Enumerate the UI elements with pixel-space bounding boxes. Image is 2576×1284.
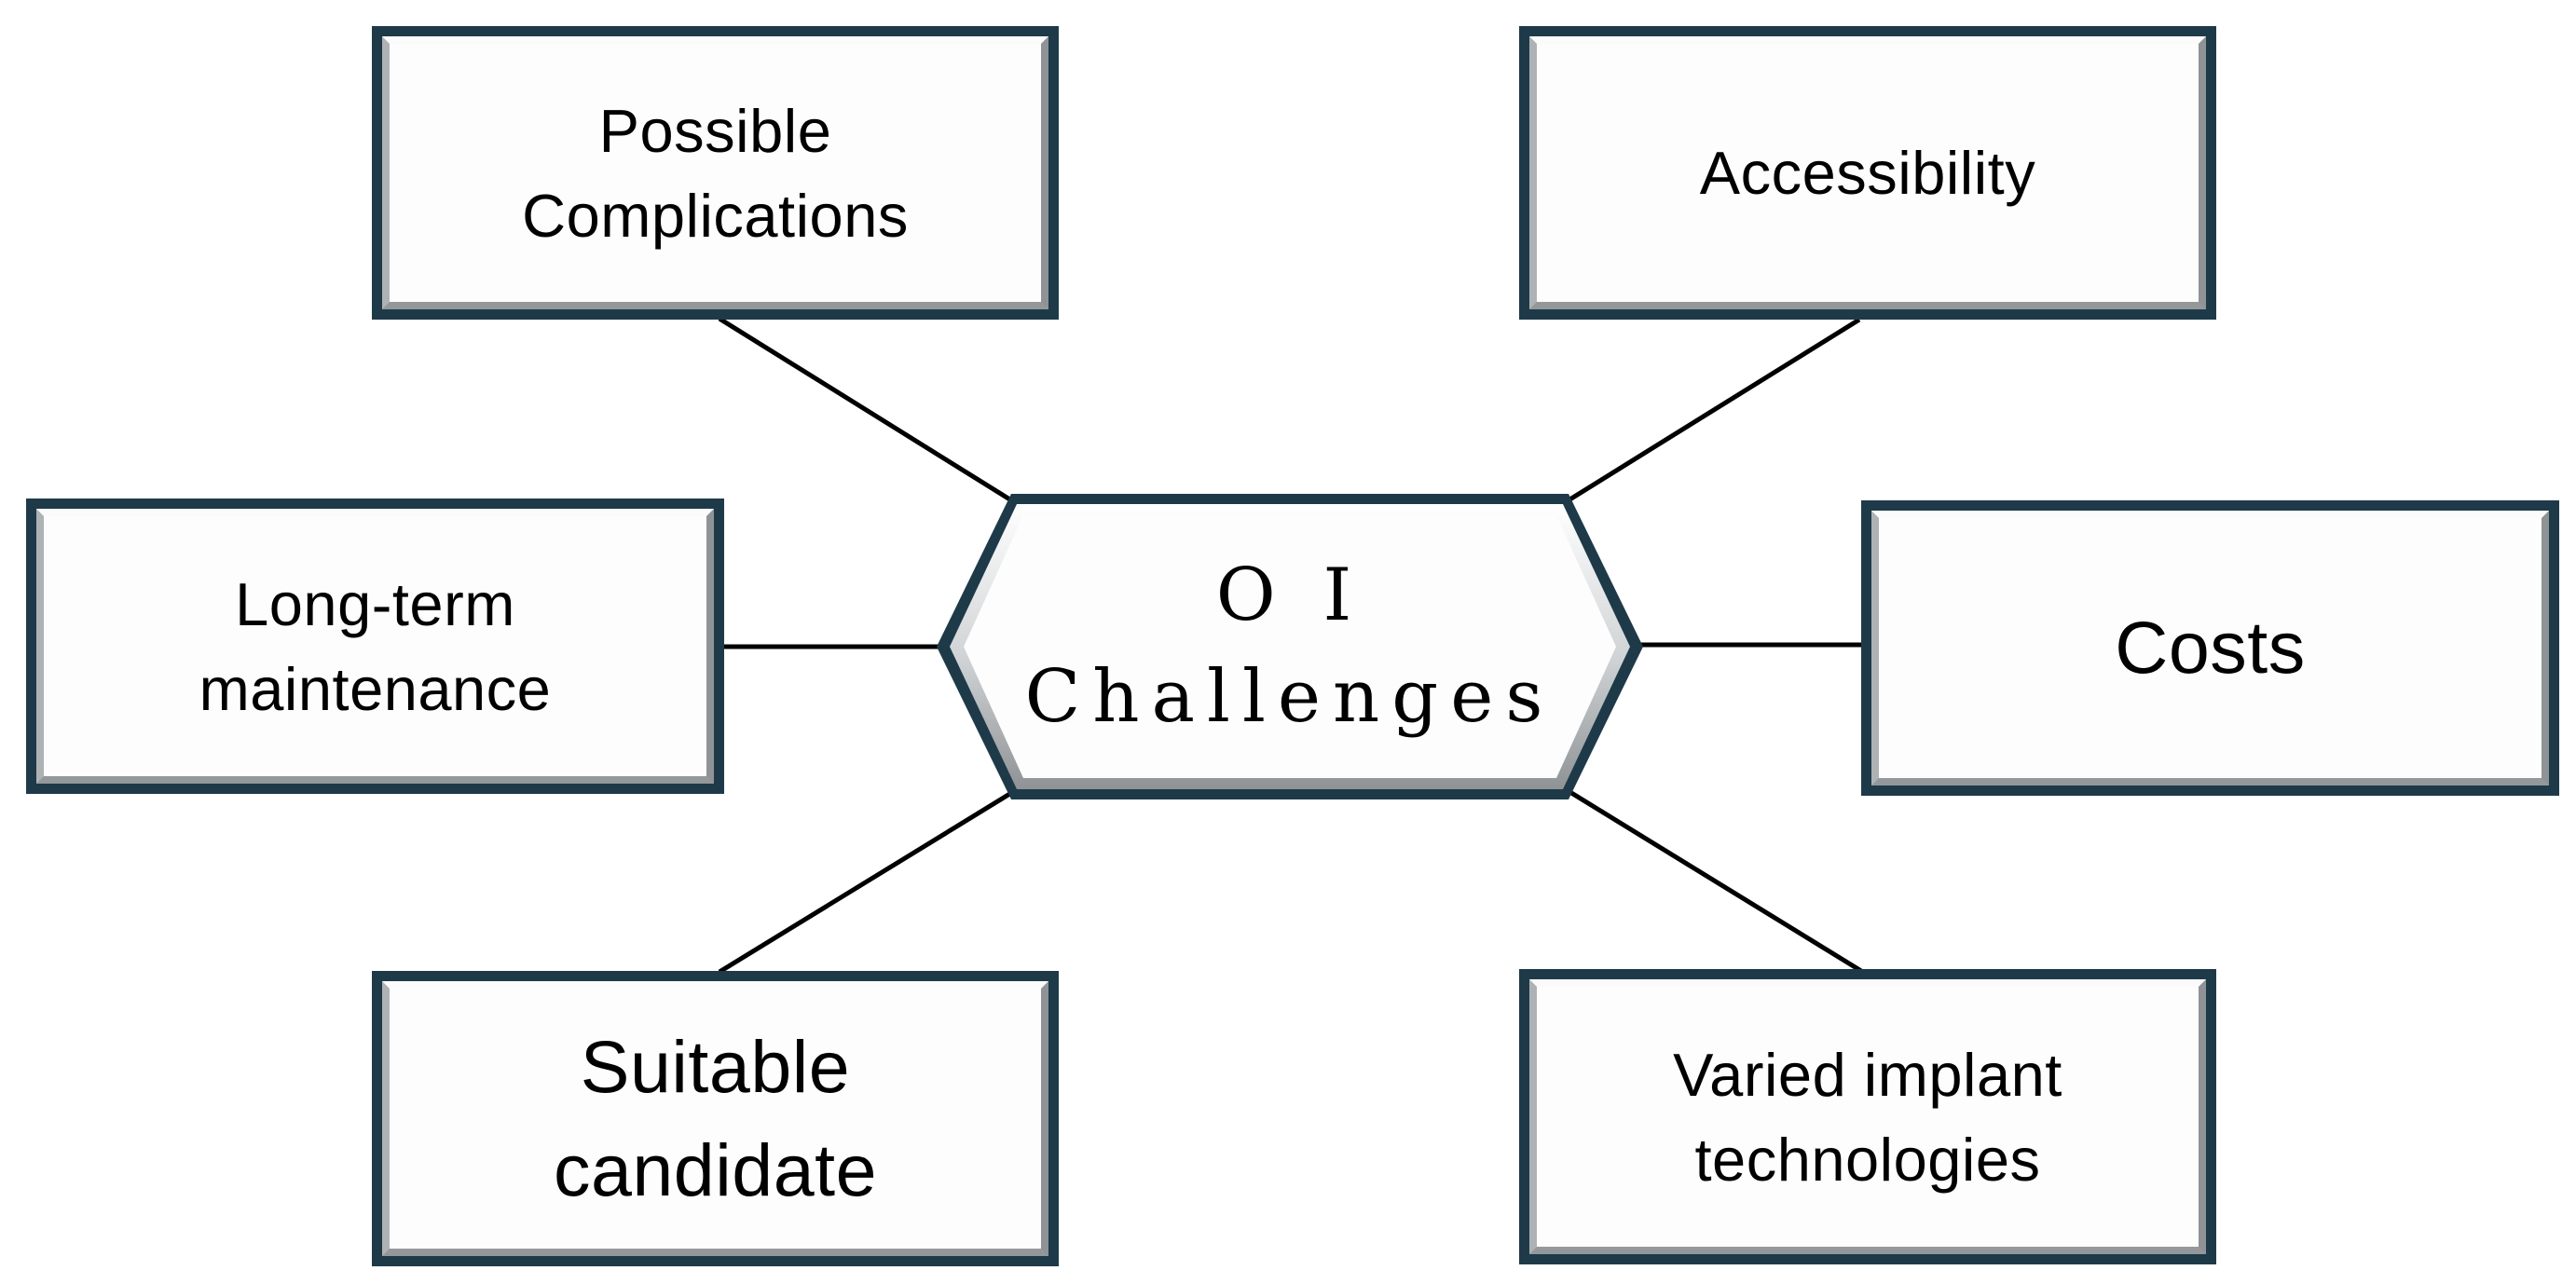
- node-box-long-term-maintenance: Long-term maintenance: [26, 499, 724, 794]
- node-box-possible-complications: Possible Complications: [372, 26, 1059, 320]
- node-box-costs: Costs: [1861, 500, 2559, 796]
- connector-center-to-suitable-candidate: [718, 787, 1018, 975]
- node-box-accessibility: Accessibility: [1519, 26, 2216, 320]
- node-label-line: technologies: [1694, 1125, 2041, 1194]
- center-label-line: Challenges: [1024, 655, 1555, 739]
- node-box-varied-implant-technologies: Varied implant technologies: [1519, 969, 2216, 1264]
- node-label-line: candidate: [553, 1127, 878, 1211]
- node-label-line: Possible: [598, 96, 832, 165]
- hexagon-fill: [964, 515, 1616, 778]
- node-label-possible-complications: Possible Complications: [382, 36, 1048, 309]
- node-label-line: Suitable: [580, 1024, 851, 1108]
- connector-center-to-possible-complications: [718, 316, 1018, 506]
- center-node-label: O I Challenges: [937, 494, 1643, 799]
- node-box-suitable-candidate: Suitable candidate: [372, 971, 1059, 1266]
- node-label-line: Varied implant: [1673, 1040, 2062, 1109]
- node-label-line: Accessibility: [1699, 139, 2036, 207]
- node-label-long-term-maintenance: Long-term maintenance: [36, 509, 714, 784]
- connector-center-to-accessibility: [1562, 317, 1861, 506]
- node-label-costs: Costs: [1871, 511, 2549, 785]
- hexagon-shape: [937, 494, 1643, 799]
- center-node-hexagon: O I Challenges: [937, 494, 1643, 799]
- node-label-line: Complications: [522, 181, 909, 250]
- connector-center-to-varied-implant-technologies: [1562, 785, 1863, 974]
- node-label-varied-implant-technologies: Varied implant technologies: [1529, 979, 2206, 1254]
- node-label-line: Long-term: [235, 569, 515, 638]
- node-label-accessibility: Accessibility: [1529, 36, 2206, 309]
- node-label-line: maintenance: [199, 654, 552, 723]
- center-label-line: O I: [1215, 553, 1364, 637]
- node-label-suitable-candidate: Suitable candidate: [382, 981, 1048, 1256]
- node-label-line: Costs: [2115, 606, 2306, 690]
